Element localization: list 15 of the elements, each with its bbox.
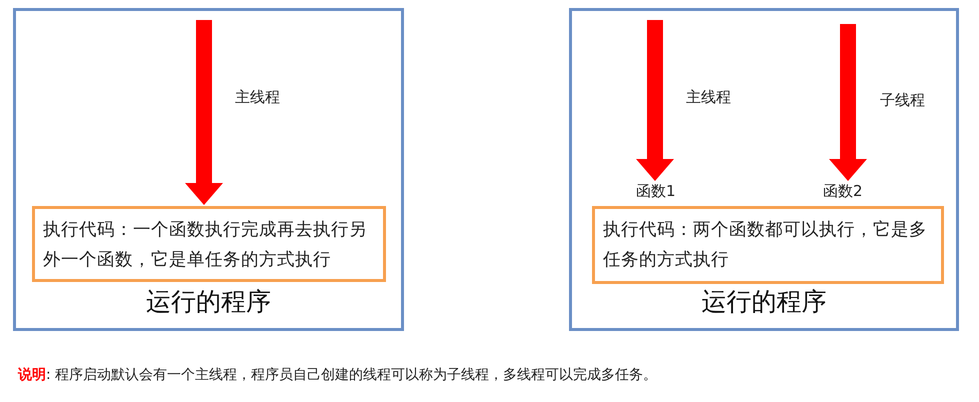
program-panel (569, 8, 959, 331)
thread-arrow (829, 24, 867, 181)
panel-title: 运行的程序 (145, 286, 272, 318)
edge-label: 子线程 (880, 91, 925, 110)
code-description-box: 执行代码：一个函数执行完成再去执行另外一个函数，它是单任务的方式执行 (32, 206, 386, 282)
edge-label: 主线程 (686, 88, 731, 107)
panel-title: 运行的程序 (700, 286, 828, 318)
program-panel (13, 8, 404, 331)
function-label: 函数2 (823, 182, 863, 201)
function-label: 函数1 (636, 182, 676, 201)
thread-arrow (636, 20, 674, 181)
code-description-box: 执行代码：两个函数都可以执行，它是多任务的方式执行 (592, 206, 944, 284)
thread-arrow (185, 20, 223, 205)
note-text: 说明: 程序启动默认会有一个主线程，程序员自己创建的线程可以称为子线程，多线程可以完成多任务。 (18, 366, 658, 384)
edge-label: 主线程 (235, 88, 280, 107)
